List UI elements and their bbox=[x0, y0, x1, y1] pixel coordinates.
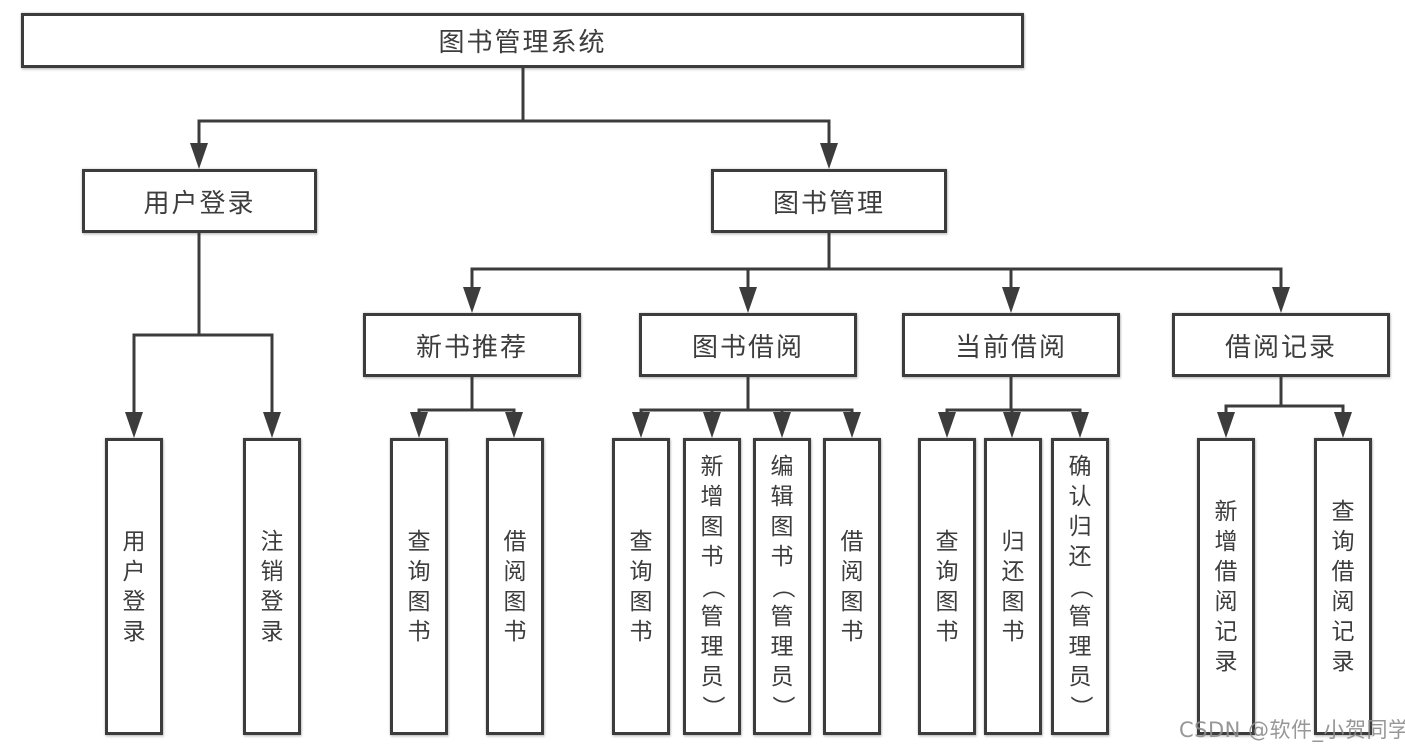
arrowheads bbox=[125, 143, 1352, 438]
leaf-label: 确认归还（管理员） bbox=[1067, 453, 1093, 719]
leaf-user-login: 用户登录 bbox=[105, 438, 163, 735]
leaf-add-books-admin: 新增图书（管理员） bbox=[683, 438, 741, 735]
leaf-label: 用户登录 bbox=[122, 528, 146, 645]
node-borrow-records: 借阅记录 bbox=[1172, 313, 1390, 377]
leaf-logout: 注销登录 bbox=[243, 438, 301, 735]
node-book-borrow: 图书借阅 bbox=[639, 313, 857, 377]
leaf-query-borrow-record: 查询借阅记录 bbox=[1314, 438, 1372, 735]
csdn-watermark: CSDN @软件_小贺同学 bbox=[1179, 718, 1405, 742]
leaf-label: 新增图书（管理员） bbox=[699, 453, 725, 719]
leaf-label: 借阅图书 bbox=[840, 528, 864, 645]
leaf-label: 编辑图书（管理员） bbox=[769, 453, 795, 719]
leaf-query-books: 查询图书 bbox=[612, 438, 670, 735]
leaf-return-books: 归还图书 bbox=[984, 438, 1042, 735]
leaf-label: 新增借阅记录 bbox=[1214, 498, 1238, 675]
leaf-edit-books-admin: 编辑图书（管理员） bbox=[753, 438, 811, 735]
node-book-management: 图书管理 bbox=[711, 169, 947, 233]
leaf-add-borrow-record: 新增借阅记录 bbox=[1197, 438, 1255, 735]
node-library-management-system: 图书管理系统 bbox=[21, 13, 1024, 68]
node-label: 用户登录 bbox=[143, 188, 256, 219]
node-label: 图书管理系统 bbox=[438, 28, 607, 58]
node-user-login: 用户登录 bbox=[82, 169, 317, 233]
leaf-label: 借阅图书 bbox=[503, 528, 527, 645]
leaf-query-books: 查询图书 bbox=[918, 438, 976, 735]
leaf-label: 归还图书 bbox=[1001, 528, 1025, 645]
leaf-label: 注销登录 bbox=[260, 528, 284, 645]
leaf-label: 查询借阅记录 bbox=[1331, 498, 1355, 675]
leaf-label: 查询图书 bbox=[407, 528, 431, 645]
node-new-book-recommend: 新书推荐 bbox=[363, 313, 581, 377]
node-current-borrow: 当前借阅 bbox=[902, 313, 1120, 377]
node-label: 图书管理 bbox=[772, 188, 885, 219]
leaf-borrow-books: 借阅图书 bbox=[823, 438, 881, 735]
node-label: 借阅记录 bbox=[1224, 332, 1337, 363]
node-label: 当前借阅 bbox=[954, 332, 1067, 363]
leaf-query-books: 查询图书 bbox=[390, 438, 448, 735]
leaf-confirm-return-admin: 确认归还（管理员） bbox=[1051, 438, 1109, 735]
leaf-label: 查询图书 bbox=[629, 528, 653, 645]
node-label: 新书推荐 bbox=[415, 332, 528, 363]
leaf-borrow-books: 借阅图书 bbox=[486, 438, 544, 735]
node-label: 图书借阅 bbox=[691, 332, 804, 363]
leaf-label: 查询图书 bbox=[935, 528, 959, 645]
